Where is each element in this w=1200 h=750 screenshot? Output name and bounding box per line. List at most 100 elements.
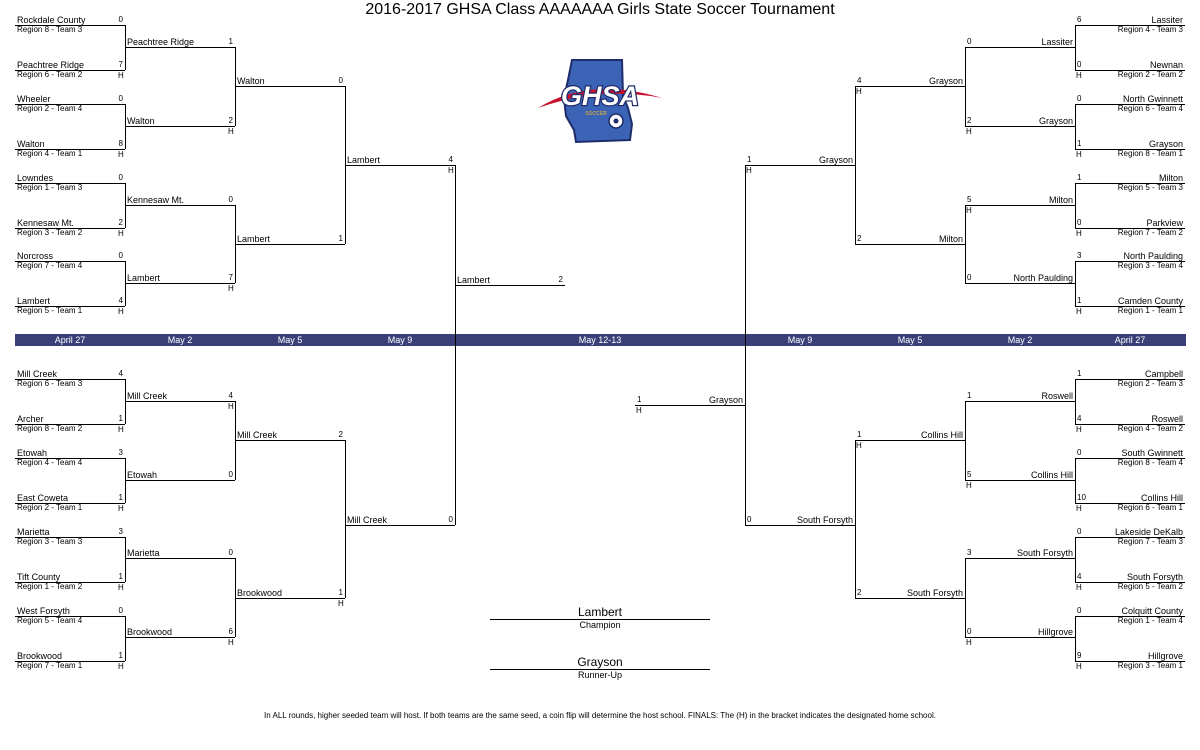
- bracket-line: [1075, 458, 1076, 503]
- round-date: May 12-13: [578, 335, 622, 345]
- runner-up-line: [490, 669, 710, 670]
- home-indicator: H: [856, 87, 862, 96]
- team-name: South Forsyth: [1016, 548, 1073, 558]
- team-score: 5: [967, 470, 972, 479]
- bracket-line: [1075, 261, 1076, 306]
- team-seed: Region 3 - Team 3: [17, 537, 83, 546]
- home-indicator: H: [228, 402, 234, 411]
- home-indicator: H: [966, 206, 972, 215]
- team-score: 1: [1077, 173, 1082, 182]
- team-score: 0: [118, 15, 123, 24]
- bracket-line: [745, 525, 855, 526]
- round-date: May 2: [167, 335, 193, 345]
- team-score: 0: [1077, 527, 1082, 536]
- bracket-line: [15, 261, 125, 262]
- home-indicator: H: [448, 166, 454, 175]
- team-name: East Coweta: [17, 493, 69, 503]
- team-score: 3: [118, 448, 123, 457]
- team-name: Lakeside DeKalb: [1114, 527, 1183, 537]
- team-score: 0: [1077, 60, 1082, 69]
- bracket-line: [235, 86, 345, 87]
- team-seed: Region 4 - Team 1: [17, 149, 83, 158]
- team-score: 4: [118, 296, 123, 305]
- team-score: 2: [228, 116, 233, 125]
- team-name: Walton: [17, 139, 45, 149]
- team-score: 4: [228, 391, 233, 400]
- bracket-line: [1075, 661, 1185, 662]
- team-name: Grayson: [1038, 116, 1073, 126]
- bracket-line: [455, 285, 565, 286]
- bracket-line: [15, 183, 125, 184]
- team-score: 1: [1077, 369, 1082, 378]
- home-indicator: H: [118, 583, 124, 592]
- bracket-line: [965, 558, 1075, 559]
- team-name: Marietta: [127, 548, 160, 558]
- team-score: 0: [967, 627, 972, 636]
- team-name: Kennesaw Mt.: [17, 218, 75, 228]
- team-name: Grayson: [708, 395, 743, 405]
- team-seed: Region 1 - Team 1: [1117, 306, 1183, 315]
- team-score: 2: [118, 218, 123, 227]
- logo-wordmark: GHSA: [561, 81, 639, 111]
- home-indicator: H: [636, 406, 642, 415]
- team-score: 0: [228, 195, 233, 204]
- bracket-line: [965, 126, 1075, 127]
- bracket-line: [1075, 616, 1185, 617]
- home-indicator: H: [118, 504, 124, 513]
- home-indicator: H: [118, 229, 124, 238]
- team-score: 0: [1077, 218, 1082, 227]
- bracket-line: [965, 401, 1075, 402]
- home-indicator: H: [118, 150, 124, 159]
- team-seed: Region 6 - Team 1: [1117, 503, 1183, 512]
- bracket-line: [965, 558, 966, 637]
- round-date: April 27: [1114, 335, 1146, 345]
- bracket-line: [125, 637, 235, 638]
- bracket-line: [745, 165, 746, 525]
- bracket-line: [855, 86, 965, 87]
- team-name: Lassiter: [1151, 15, 1183, 25]
- bracket-line: [235, 244, 345, 245]
- bracket-line: [345, 165, 455, 166]
- bracket-line: [15, 537, 125, 538]
- bracket-line: [855, 440, 856, 598]
- round-date: May 9: [387, 335, 413, 345]
- team-name: Mill Creek: [347, 515, 388, 525]
- team-score: 6: [1077, 15, 1082, 24]
- logo-subtext: SOCCER: [585, 111, 607, 117]
- bracket-line: [125, 401, 235, 402]
- team-seed: Region 8 - Team 3: [17, 25, 83, 34]
- home-indicator: H: [228, 638, 234, 647]
- home-indicator: H: [966, 127, 972, 136]
- team-score: 0: [967, 37, 972, 46]
- home-indicator: H: [228, 127, 234, 136]
- team-name: Marietta: [17, 527, 50, 537]
- bracket-line: [15, 503, 125, 504]
- bracket-line: [125, 47, 235, 48]
- round-date: May 5: [277, 335, 303, 345]
- team-score: 2: [857, 234, 862, 243]
- team-name: Lambert: [17, 296, 51, 306]
- bracket-line: [1075, 25, 1076, 70]
- bracket-line: [15, 25, 125, 26]
- team-name: Collins Hill: [1140, 493, 1183, 503]
- bracket-line: [1075, 149, 1185, 150]
- team-name: Mill Creek: [17, 369, 58, 379]
- bracket-line: [1075, 183, 1076, 228]
- team-score: 1: [338, 588, 343, 597]
- team-score: 10: [1077, 493, 1086, 502]
- team-seed: Region 6 - Team 2: [17, 70, 83, 79]
- team-name: Brookwood: [127, 627, 173, 637]
- team-seed: Region 6 - Team 4: [1117, 104, 1183, 113]
- team-score: 1: [857, 430, 862, 439]
- home-indicator: H: [856, 441, 862, 450]
- team-seed: Region 3 - Team 1: [1117, 661, 1183, 670]
- team-name: Mill Creek: [237, 430, 278, 440]
- bracket-line: [235, 440, 345, 441]
- home-indicator: H: [118, 307, 124, 316]
- bracket-line: [965, 47, 966, 126]
- team-seed: Region 7 - Team 4: [17, 261, 83, 270]
- team-name: Hillgrove: [1037, 627, 1073, 637]
- team-score: 1: [338, 234, 343, 243]
- footnote: In ALL rounds, higher seeded team will h…: [264, 711, 936, 720]
